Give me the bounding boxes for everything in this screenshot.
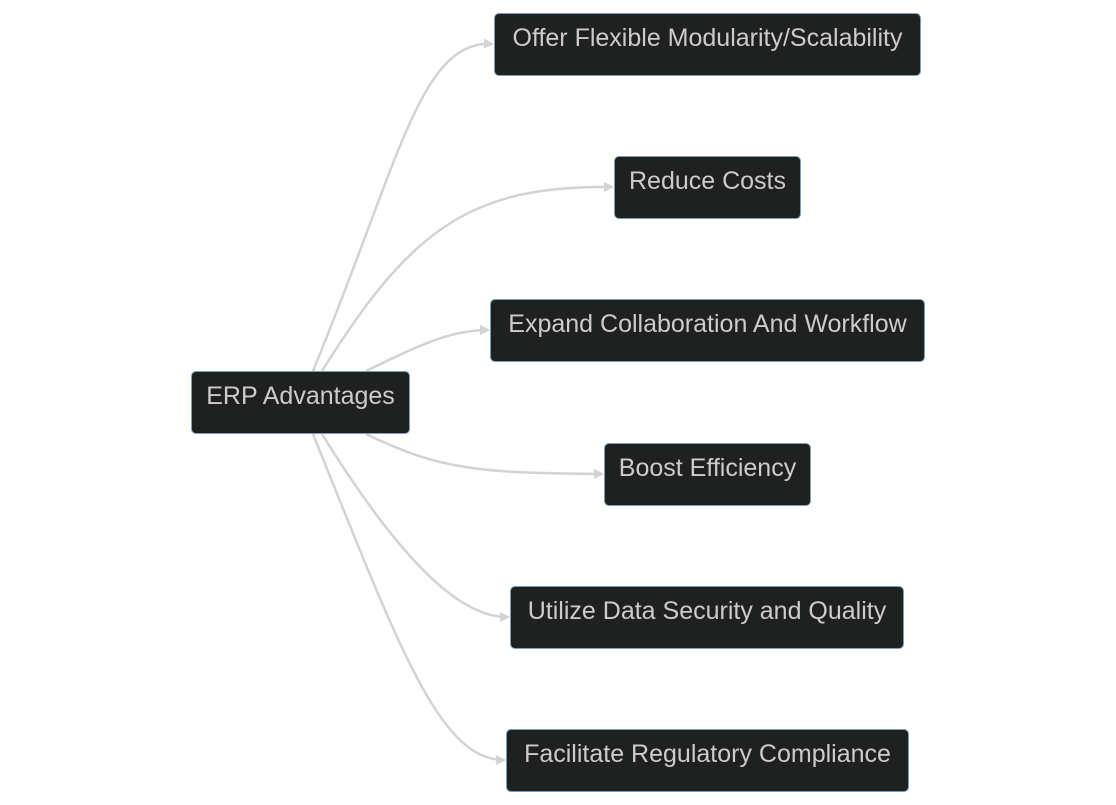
node-reduce-costs: Reduce Costs xyxy=(614,156,801,219)
edge-to-reduce-costs xyxy=(320,181,614,372)
node-offer-flexible-modularity: Offer Flexible Modularity/Scalability xyxy=(494,13,921,76)
edge-to-expand-collaboration xyxy=(365,325,490,373)
node-facilitate-regulatory-compliance: Facilitate Regulatory Compliance xyxy=(506,729,909,792)
root-node-erp-advantages: ERP Advantages xyxy=(191,371,410,434)
edge-to-utilize-data-security xyxy=(320,433,510,623)
edge-to-boost-efficiency xyxy=(365,432,604,479)
edge-to-offer-flexible-modularity xyxy=(311,38,494,372)
node-expand-collaboration: Expand Collaboration And Workflow xyxy=(490,299,925,362)
edge-to-facilitate-regulatory-compliance xyxy=(311,433,506,765)
node-boost-efficiency: Boost Efficiency xyxy=(604,443,811,506)
node-utilize-data-security: Utilize Data Security and Quality xyxy=(510,586,904,649)
